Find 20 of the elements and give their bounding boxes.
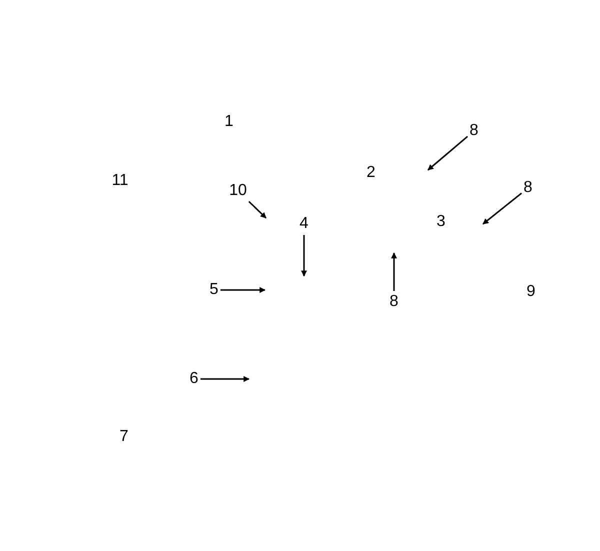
callout-number: 11 <box>112 172 128 190</box>
callout-number: 9 <box>526 283 536 301</box>
callout-number: 8 <box>390 293 398 311</box>
leader-arrow <box>200 376 250 382</box>
leader-arrow <box>248 200 267 219</box>
callout-number: 8 <box>470 122 478 140</box>
callout-number: 1 <box>224 113 234 131</box>
callout-number: 2 <box>366 164 376 182</box>
callout-number: 6 <box>190 370 198 388</box>
callout-number: 4 <box>300 215 308 233</box>
callout-number: 10 <box>229 182 247 200</box>
leader-arrow <box>482 192 522 225</box>
leader-arrow <box>391 252 397 291</box>
leader-arrow <box>428 136 468 171</box>
callout-number: 8 <box>524 179 532 197</box>
callout-number: 7 <box>120 428 128 446</box>
leader-arrow <box>301 235 307 277</box>
callout-number: 3 <box>436 213 446 231</box>
callout-number: 5 <box>210 281 218 299</box>
leader-arrow <box>220 287 266 293</box>
